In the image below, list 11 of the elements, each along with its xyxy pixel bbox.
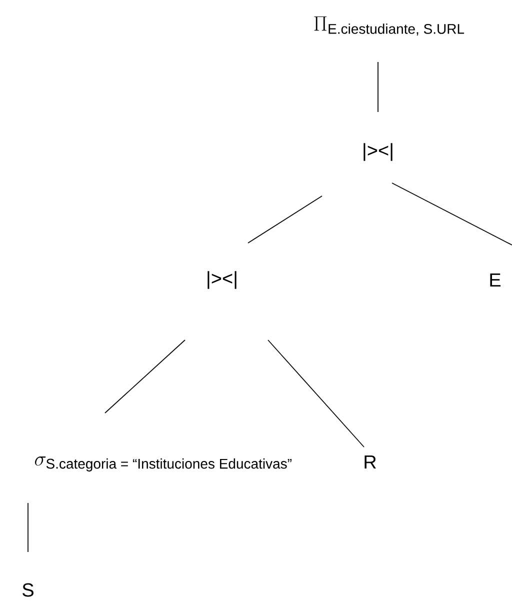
- relation-label: R: [364, 455, 376, 469]
- join-label: |><|: [208, 271, 236, 289]
- connector-line: [248, 196, 322, 244]
- connector-line: [268, 340, 364, 448]
- connector-line: [392, 182, 512, 246]
- relation-label: S: [22, 583, 34, 597]
- relation-label: E: [490, 273, 501, 287]
- selection-label: $\sigma_{\text{S.categoria = “Instituciones Educativas”}}$: [34, 456, 292, 472]
- join-label: |><|: [364, 143, 392, 161]
- projection-label: $\Pi_{\text{E.ciestudiante, S.URL}}$: [314, 16, 464, 36]
- connector-line: [104, 340, 186, 414]
